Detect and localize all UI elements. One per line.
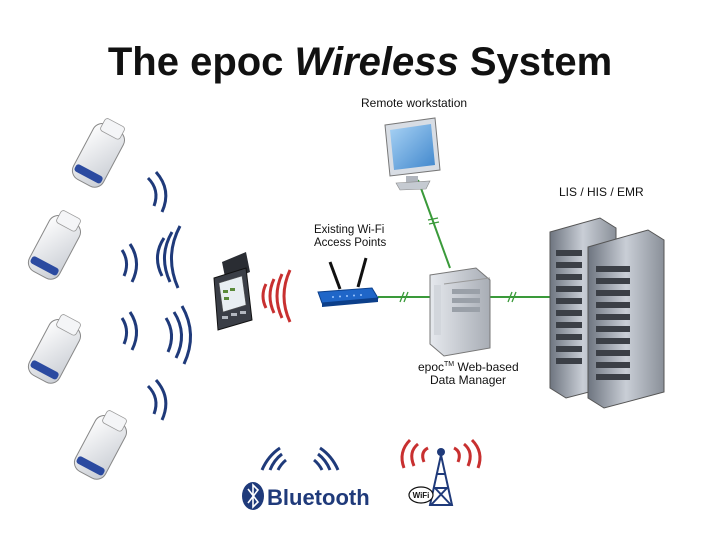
network-links — [378, 179, 555, 303]
signal-waves-reader-2 — [120, 225, 182, 289]
wifi-access-point-icon — [317, 257, 379, 307]
epoc-reader-icon-2 — [27, 210, 81, 280]
wifi-tower-logo: WiFi — [400, 438, 482, 506]
wifi-access-points-label: Existing Wi-Fi Access Points — [314, 224, 387, 249]
epoc-reader-icon-1 — [71, 118, 125, 188]
svg-text:Bluetooth: Bluetooth — [267, 485, 370, 510]
link-break-marks — [399, 217, 517, 303]
epoc-reader-icon-4 — [73, 410, 127, 480]
lis-his-emr-label: LIS / HIS / EMR — [559, 185, 644, 199]
signal-waves-reader-3 — [120, 305, 192, 365]
link-workstation-server — [417, 179, 451, 269]
epoc-reader-icon-3 — [27, 314, 81, 384]
epoc-readers — [27, 118, 127, 480]
pda-signal-waves — [261, 269, 292, 323]
reader-signal-waves — [120, 171, 192, 421]
svg-text:WiFi: WiFi — [413, 491, 430, 500]
page-title: The epoc Wireless System — [107, 40, 613, 84]
signal-waves-reader-4 — [146, 379, 168, 421]
data-manager-server-icon — [429, 267, 491, 357]
lis-his-emr-racks-icon — [549, 217, 665, 409]
remote-workstation-icon — [384, 117, 441, 191]
signal-waves-reader-1 — [146, 171, 168, 213]
data-manager-label: epocTM Web-based Data Manager — [418, 360, 519, 387]
bluetooth-logo: Bluetooth — [242, 446, 370, 510]
handheld-pda-icon — [213, 252, 253, 331]
remote-workstation-label: Remote workstation — [361, 96, 468, 110]
